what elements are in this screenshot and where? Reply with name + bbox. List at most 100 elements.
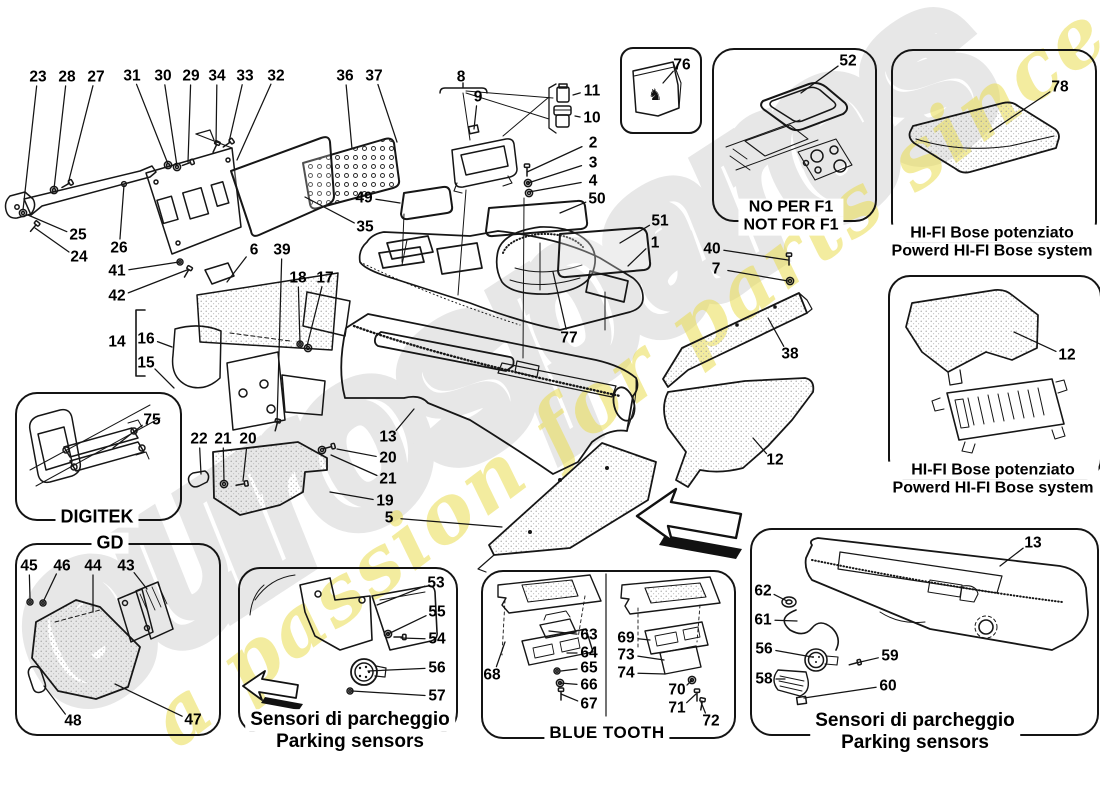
callout-49-21: 49 [355,189,373,207]
document-pouch: ♞ [632,61,682,117]
inset-box-bt [481,570,736,739]
underlay-mat-large [477,442,657,573]
leader-line-11 [572,92,581,96]
callout-10-14: 10 [583,109,601,127]
shifter-surround [725,82,853,181]
leader-line-69 [637,638,651,641]
callout-16-46: 16 [137,330,155,348]
callout-76-23: 76 [673,56,691,74]
callout-24-37: 24 [70,248,88,266]
callout-47-57: 47 [184,711,202,729]
leader-line-30 [164,84,178,167]
callout-21-50: 21 [214,430,232,448]
callout-8-11: 8 [456,68,466,86]
callout-44-54: 44 [84,557,102,575]
callout-53-58: 53 [427,574,445,592]
leader-line-65 [560,668,578,672]
callout-40-26: 40 [703,240,721,258]
callout-50-18: 50 [588,190,606,208]
leader-line-13 [999,547,1024,567]
callout-73-70: 73 [617,646,635,664]
leader-line-12 [752,437,768,455]
callout-54-60: 54 [428,630,446,648]
direction-arrow [635,487,743,559]
leader-line-73 [637,655,665,661]
leader-line-35 [304,196,355,224]
leader-line-43 [133,572,148,590]
callout-62-76: 62 [754,582,772,600]
leader-line-15 [154,368,175,389]
leader-line-59 [855,657,879,664]
leader-line-21 [330,454,378,477]
callout-17-44: 17 [316,269,334,287]
cover-screw [785,252,795,286]
leader-line-22 [199,447,202,475]
callout-11-13: 11 [583,82,601,100]
group-bracket-14 [135,309,146,377]
callout-43-55: 43 [117,557,135,575]
leader-line-6 [226,256,247,283]
leader-line-46 [43,573,58,601]
leader-line-54 [400,637,426,640]
callout-57-62: 57 [428,687,446,705]
callout-52-24: 52 [839,52,857,70]
callout-9-12: 9 [473,88,483,106]
leader-line-31 [135,83,169,165]
callout-29-5: 29 [182,67,200,85]
leader-line-63 [548,630,578,635]
rear-cover-panel [662,292,813,388]
bose-pad [908,101,1060,174]
leader-line-68 [495,641,506,668]
callout-78-25: 78 [1051,78,1069,96]
callout-20-32: 20 [379,449,397,467]
callout-72-74: 72 [702,712,720,730]
callout-15-47: 15 [137,354,155,372]
callout-23-0: 23 [29,68,47,86]
inset-box-bose2 [888,275,1100,481]
leader-line-42 [127,269,188,294]
bluetooth-group [497,573,721,717]
callout-20-51: 20 [239,430,257,448]
leader-line-77 [552,271,567,330]
inset-caption-gd-line-0: GD [91,532,129,554]
leader-line-41 [128,261,180,271]
leader-line-20 [336,448,377,458]
callout-61-77: 61 [754,611,772,629]
leader-line-24 [34,227,70,253]
callout-41-39: 41 [108,262,126,280]
callout-14-45: 14 [108,333,126,351]
leader-line-71 [686,693,697,704]
gd-mat-group [26,581,174,700]
callout-33-7: 33 [236,67,254,85]
leader-line-56 [775,649,813,658]
leader-line-60 [803,686,877,699]
console-pads [400,185,652,279]
mat-fasteners [187,442,337,489]
callout-48-56: 48 [64,712,82,730]
callout-18-43: 18 [289,269,307,287]
leader-line-33 [228,84,243,143]
perforated-mat [302,137,401,210]
callout-31-3: 31 [123,67,141,85]
callout-2-15: 2 [588,134,598,152]
inset-caption-f1-line-1: NOT FOR F1 [738,217,844,236]
callout-1-20: 1 [650,234,660,252]
leader-line-12 [1013,331,1057,353]
leader-line-38 [767,317,785,347]
leader-line-23 [22,85,38,211]
callout-5-35: 5 [384,509,394,527]
callout-42-40: 42 [108,287,126,305]
leader-line-40 [723,249,789,261]
leader-line-72 [700,701,707,714]
callout-22-49: 22 [190,430,208,448]
inset-caption-bose1-line-0: HI-FI Bose potenziato [886,224,1098,243]
bose-amp-cover [905,289,1039,386]
inset-caption-bose1-line-1: Powerd HI-FI Bose system [886,243,1098,262]
callout-51-19: 51 [651,212,669,230]
leader-line-47 [114,683,183,717]
